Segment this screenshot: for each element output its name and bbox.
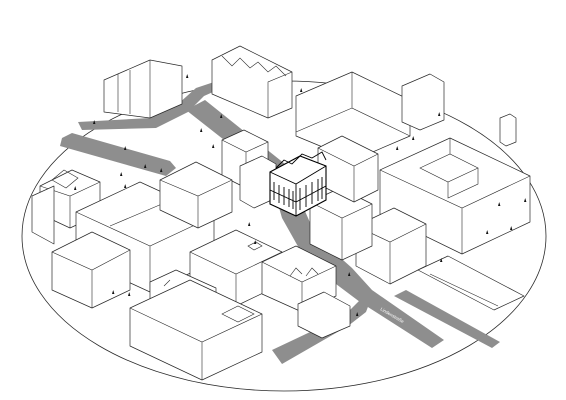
buildings-centre <box>221 129 379 209</box>
building-north-east <box>401 73 445 131</box>
buildings-east <box>309 137 531 311</box>
buildings-north <box>103 45 517 161</box>
chimney-tower <box>499 113 517 147</box>
buildings-south <box>129 229 351 381</box>
parking-area <box>417 255 525 311</box>
road-curved-north <box>78 82 222 130</box>
building-sawtooth-roof <box>211 45 293 119</box>
building-south-west <box>51 231 131 309</box>
road-diagonal-centre <box>186 100 444 348</box>
highlighted-building <box>269 151 327 217</box>
buildings-west <box>31 161 233 309</box>
building-south-large <box>129 279 263 381</box>
building-north-west <box>103 59 183 119</box>
road-upper-left <box>60 133 176 176</box>
road-right-branch <box>394 290 500 348</box>
building-south-corner <box>297 291 351 339</box>
street-trees <box>74 74 527 316</box>
building-west-edge <box>31 185 55 245</box>
street-label-north: Lindenallee <box>174 133 198 147</box>
